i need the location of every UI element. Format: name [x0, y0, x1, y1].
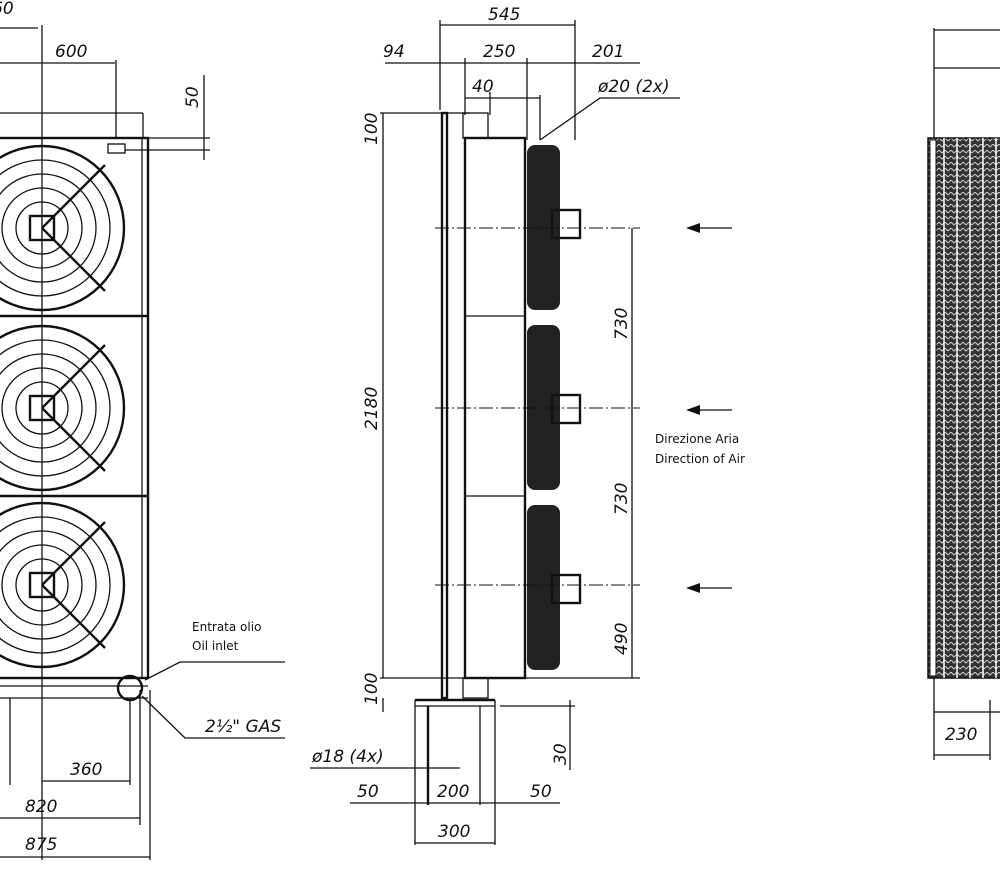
- front-view: 60 600 50 360 820 875 Entrata olio Oil i…: [0, 0, 285, 860]
- pipe-label: ø20 (2x): [597, 77, 670, 97]
- air-direction-en: Direction of Air: [655, 452, 745, 466]
- dim-overall-depth: 545: [488, 5, 520, 25]
- dim-fan-pitch: 600: [55, 42, 87, 62]
- dim-foot-total: 300: [438, 822, 470, 842]
- fan-icon: [0, 144, 126, 312]
- connection-label: 2½" GAS: [205, 717, 281, 737]
- dim-pitch-2: 730: [612, 483, 632, 515]
- side-view: 545 94 250 201 40 ø20 (2x) 100 2180 730 …: [310, 5, 745, 845]
- dim-top-partial: 60: [0, 0, 14, 19]
- fan-icon: [0, 324, 126, 492]
- coil-fin-pattern: [927, 137, 1000, 679]
- air-direction-it: Direzione Aria: [655, 432, 739, 446]
- dim-bottom-leg: 100: [362, 673, 382, 705]
- dim-pipe: 40: [472, 77, 494, 97]
- coil-fins: [527, 145, 582, 670]
- dim-pitch-1: 730: [612, 308, 632, 340]
- dim-mid: 250: [483, 42, 515, 62]
- oil-inlet-label-it: Entrata olio: [192, 620, 261, 634]
- air-arrow-icon: [686, 405, 732, 415]
- air-arrow-icon: [686, 223, 732, 233]
- dim-offset: 230: [945, 725, 977, 745]
- dim-foot-mid: 200: [437, 782, 469, 802]
- oil-inlet-fitting: [116, 674, 144, 702]
- dim-top-leg: 100: [362, 113, 382, 145]
- dim-foot-spacing: 360: [70, 760, 102, 780]
- dim-foot-right: 50: [530, 782, 552, 802]
- rear-view: 230: [927, 28, 1000, 760]
- fan-icon: [0, 501, 126, 669]
- dim-height: 2180: [362, 387, 382, 430]
- dim-feet-width: 820: [25, 797, 57, 817]
- dim-overall-width: 875: [25, 835, 57, 855]
- dim-left: 94: [383, 42, 405, 62]
- dim-right: 201: [592, 42, 624, 62]
- dim-top-offset: 50: [183, 86, 203, 108]
- dim-foot: 30: [551, 743, 571, 765]
- oil-inlet-label-en: Oil inlet: [192, 639, 239, 653]
- air-arrow-icon: [686, 583, 732, 593]
- dim-foot-left: 50: [357, 782, 379, 802]
- dim-bottom-pitch: 490: [612, 623, 632, 655]
- holes-label: ø18 (4x): [311, 747, 384, 767]
